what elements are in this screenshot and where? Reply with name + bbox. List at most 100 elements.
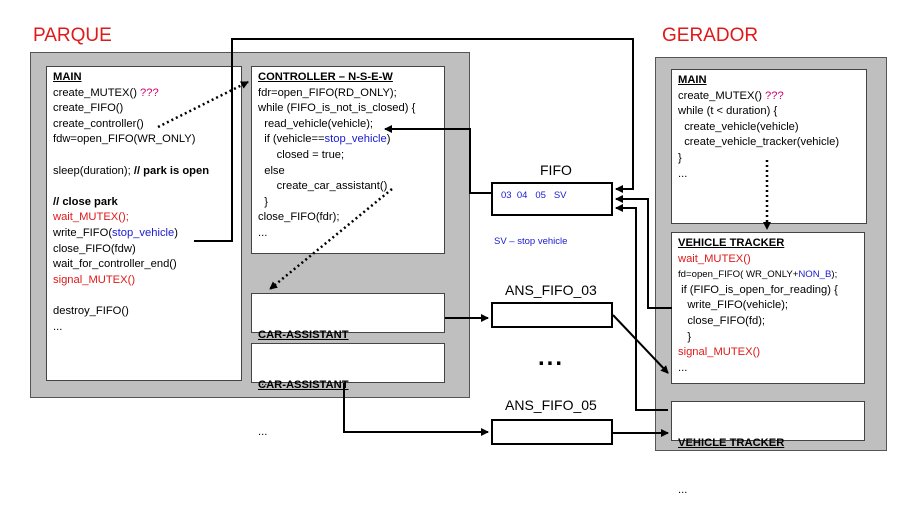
code-line: destroy_FIFO() xyxy=(53,304,235,320)
code-text: close_FIFO(fdw) xyxy=(53,242,136,255)
code-tail: ) xyxy=(386,133,391,146)
code-text: if (vehicle== xyxy=(258,133,325,146)
code-text: } xyxy=(678,151,682,164)
fifo-read-arrow xyxy=(384,125,491,194)
tracker1-to-fifo-arrow xyxy=(615,195,672,309)
car-assistant-title-2: CAR-ASSISTANT xyxy=(258,379,349,392)
code-text: read_vehicle(vehicle); xyxy=(258,117,374,130)
create-car-assistant-arrow xyxy=(269,188,393,290)
code-tail: ) xyxy=(174,226,178,239)
code-text: signal_MUTEX() xyxy=(53,273,136,286)
code-text: wait_MUTEX() xyxy=(678,252,751,265)
code-text: write_FIFO(vehicle); xyxy=(678,299,789,312)
code-line: signal_MUTEX() xyxy=(678,345,858,361)
code-line: ... xyxy=(678,361,858,377)
code-text: ... xyxy=(258,226,268,239)
code-line: create_controller() xyxy=(53,117,235,133)
ellipsis-dots: ... xyxy=(538,344,565,371)
code-line: while (t < duration) { xyxy=(678,104,860,120)
code-line: if (FIFO_is_open_for_reading) { xyxy=(678,283,858,299)
ans-fifo-05-box xyxy=(491,419,613,445)
code-line: } xyxy=(678,330,858,346)
code-highlight: stop_vehicle xyxy=(112,226,175,239)
code-text: close_FIFO(fd); xyxy=(678,314,766,327)
write-fifo-stop-arrow xyxy=(194,38,634,242)
fifo-items: 03 04 05 SV xyxy=(501,190,567,201)
code-text: fdw=open_FIFO(WR_ONLY) xyxy=(53,133,196,146)
code-text: create_vehicle(vehicle) xyxy=(678,120,799,133)
vehicle-tracker-box-2: VEHICLE TRACKER ... xyxy=(671,401,865,496)
tracker2-to-fifo-arrow xyxy=(615,204,668,411)
ans-fifo-05-label: ANS_FIFO_05 xyxy=(505,397,597,413)
code-text: signal_MUTEX() xyxy=(678,346,761,359)
code-highlight: // park is open xyxy=(133,164,210,177)
code-text: sleep(duration); xyxy=(53,164,134,177)
code-line: close_FIFO(fdw) xyxy=(53,242,235,258)
code-text: if (FIFO_is_open_for_reading) { xyxy=(678,283,838,296)
code-line: wait_MUTEX(); xyxy=(53,210,235,226)
code-line: VEHICLE TRACKER xyxy=(678,236,858,252)
code-text: fdr=open_FIFO(RD_ONLY); xyxy=(258,86,397,99)
code-text: else xyxy=(258,164,285,177)
code-line: create_car_assistant() xyxy=(258,179,438,195)
fifo-note: SV – stop vehicle xyxy=(494,236,568,247)
code-line: create_MUTEX() ??? xyxy=(678,89,860,105)
vehicle-tracker-body-2: ... xyxy=(678,483,688,496)
code-text: closed = true; xyxy=(258,148,345,161)
code-text: MAIN xyxy=(53,71,82,83)
code-text: ... xyxy=(678,361,688,374)
code-highlight: ??? xyxy=(765,89,784,102)
code-text: close_FIFO(fdr); xyxy=(258,211,340,224)
code-text: while (t < duration) { xyxy=(678,105,778,118)
code-text: create_FIFO() xyxy=(53,102,124,115)
parque-title: PARQUE xyxy=(33,25,112,46)
code-line: CONTROLLER – N-S-E-W xyxy=(258,70,438,86)
code-line: create_vehicle(vehicle) xyxy=(678,120,860,136)
code-text: wait_MUTEX(); xyxy=(53,211,129,224)
code-text: create_MUTEX() xyxy=(678,89,766,102)
code-text: while (FIFO_is_not_is_closed) { xyxy=(258,102,416,115)
code-text: create_car_assistant() xyxy=(258,180,388,193)
ans-fifo-03-box xyxy=(491,302,613,328)
code-text: ... xyxy=(53,320,63,333)
code-text: MAIN xyxy=(678,74,707,86)
code-line: MAIN xyxy=(53,70,235,86)
fifo-label: FIFO xyxy=(540,162,572,178)
code-highlight: NON_B xyxy=(798,269,832,281)
code-line: else xyxy=(258,164,438,180)
code-line: wait_MUTEX() xyxy=(678,252,858,268)
car-assistant-body-2: ... xyxy=(258,425,268,438)
code-line: create_vehicle_tracker(vehicle) xyxy=(678,135,860,151)
code-line: } xyxy=(678,151,860,167)
code-text: VEHICLE TRACKER xyxy=(678,237,785,249)
code-text: create_MUTEX() xyxy=(53,86,141,99)
code-line: closed = true; xyxy=(258,148,438,164)
code-line: wait_for_controller_end() xyxy=(53,257,235,273)
code-highlight: stop_vehicle xyxy=(324,133,387,146)
gerador-title: GERADOR xyxy=(662,25,759,46)
vehicle-tracker-box-1: VEHICLE TRACKER wait_MUTEX() fd=open_FIFO(… xyxy=(671,232,865,384)
car-assistant-title-1: CAR-ASSISTANT xyxy=(258,329,349,342)
code-line: create_FIFO() xyxy=(53,101,235,117)
code-text: fd=open_FIFO( WR_ONLY+ xyxy=(678,269,799,281)
code-text: ... xyxy=(678,167,688,180)
code-line: fd=open_FIFO( WR_ONLY+NON_B); xyxy=(678,267,858,283)
code-line: close_FIFO(fdr); xyxy=(258,210,438,226)
code-line: write_FIFO(vehicle); xyxy=(678,298,858,314)
code-line: sleep(duration); // park is open xyxy=(53,164,235,180)
code-highlight: ??? xyxy=(140,86,159,99)
code-text: write_FIFO( xyxy=(53,226,113,239)
code-line: } xyxy=(258,195,438,211)
code-line: // close park xyxy=(53,195,235,211)
code-line: fdw=open_FIFO(WR_ONLY) xyxy=(53,132,235,148)
code-line: if (vehicle==stop_vehicle) xyxy=(258,132,438,148)
code-line: write_FIFO(stop_vehicle) xyxy=(53,226,235,242)
fifo-box: 03 04 05 SV xyxy=(491,182,613,216)
code-text: } xyxy=(678,330,692,343)
code-tail: ); xyxy=(831,269,838,281)
ans-fifo-03-label: ANS_FIFO_03 xyxy=(505,282,597,298)
ans03-to-tracker-arrow xyxy=(612,314,669,374)
code-line: ... xyxy=(678,167,860,183)
